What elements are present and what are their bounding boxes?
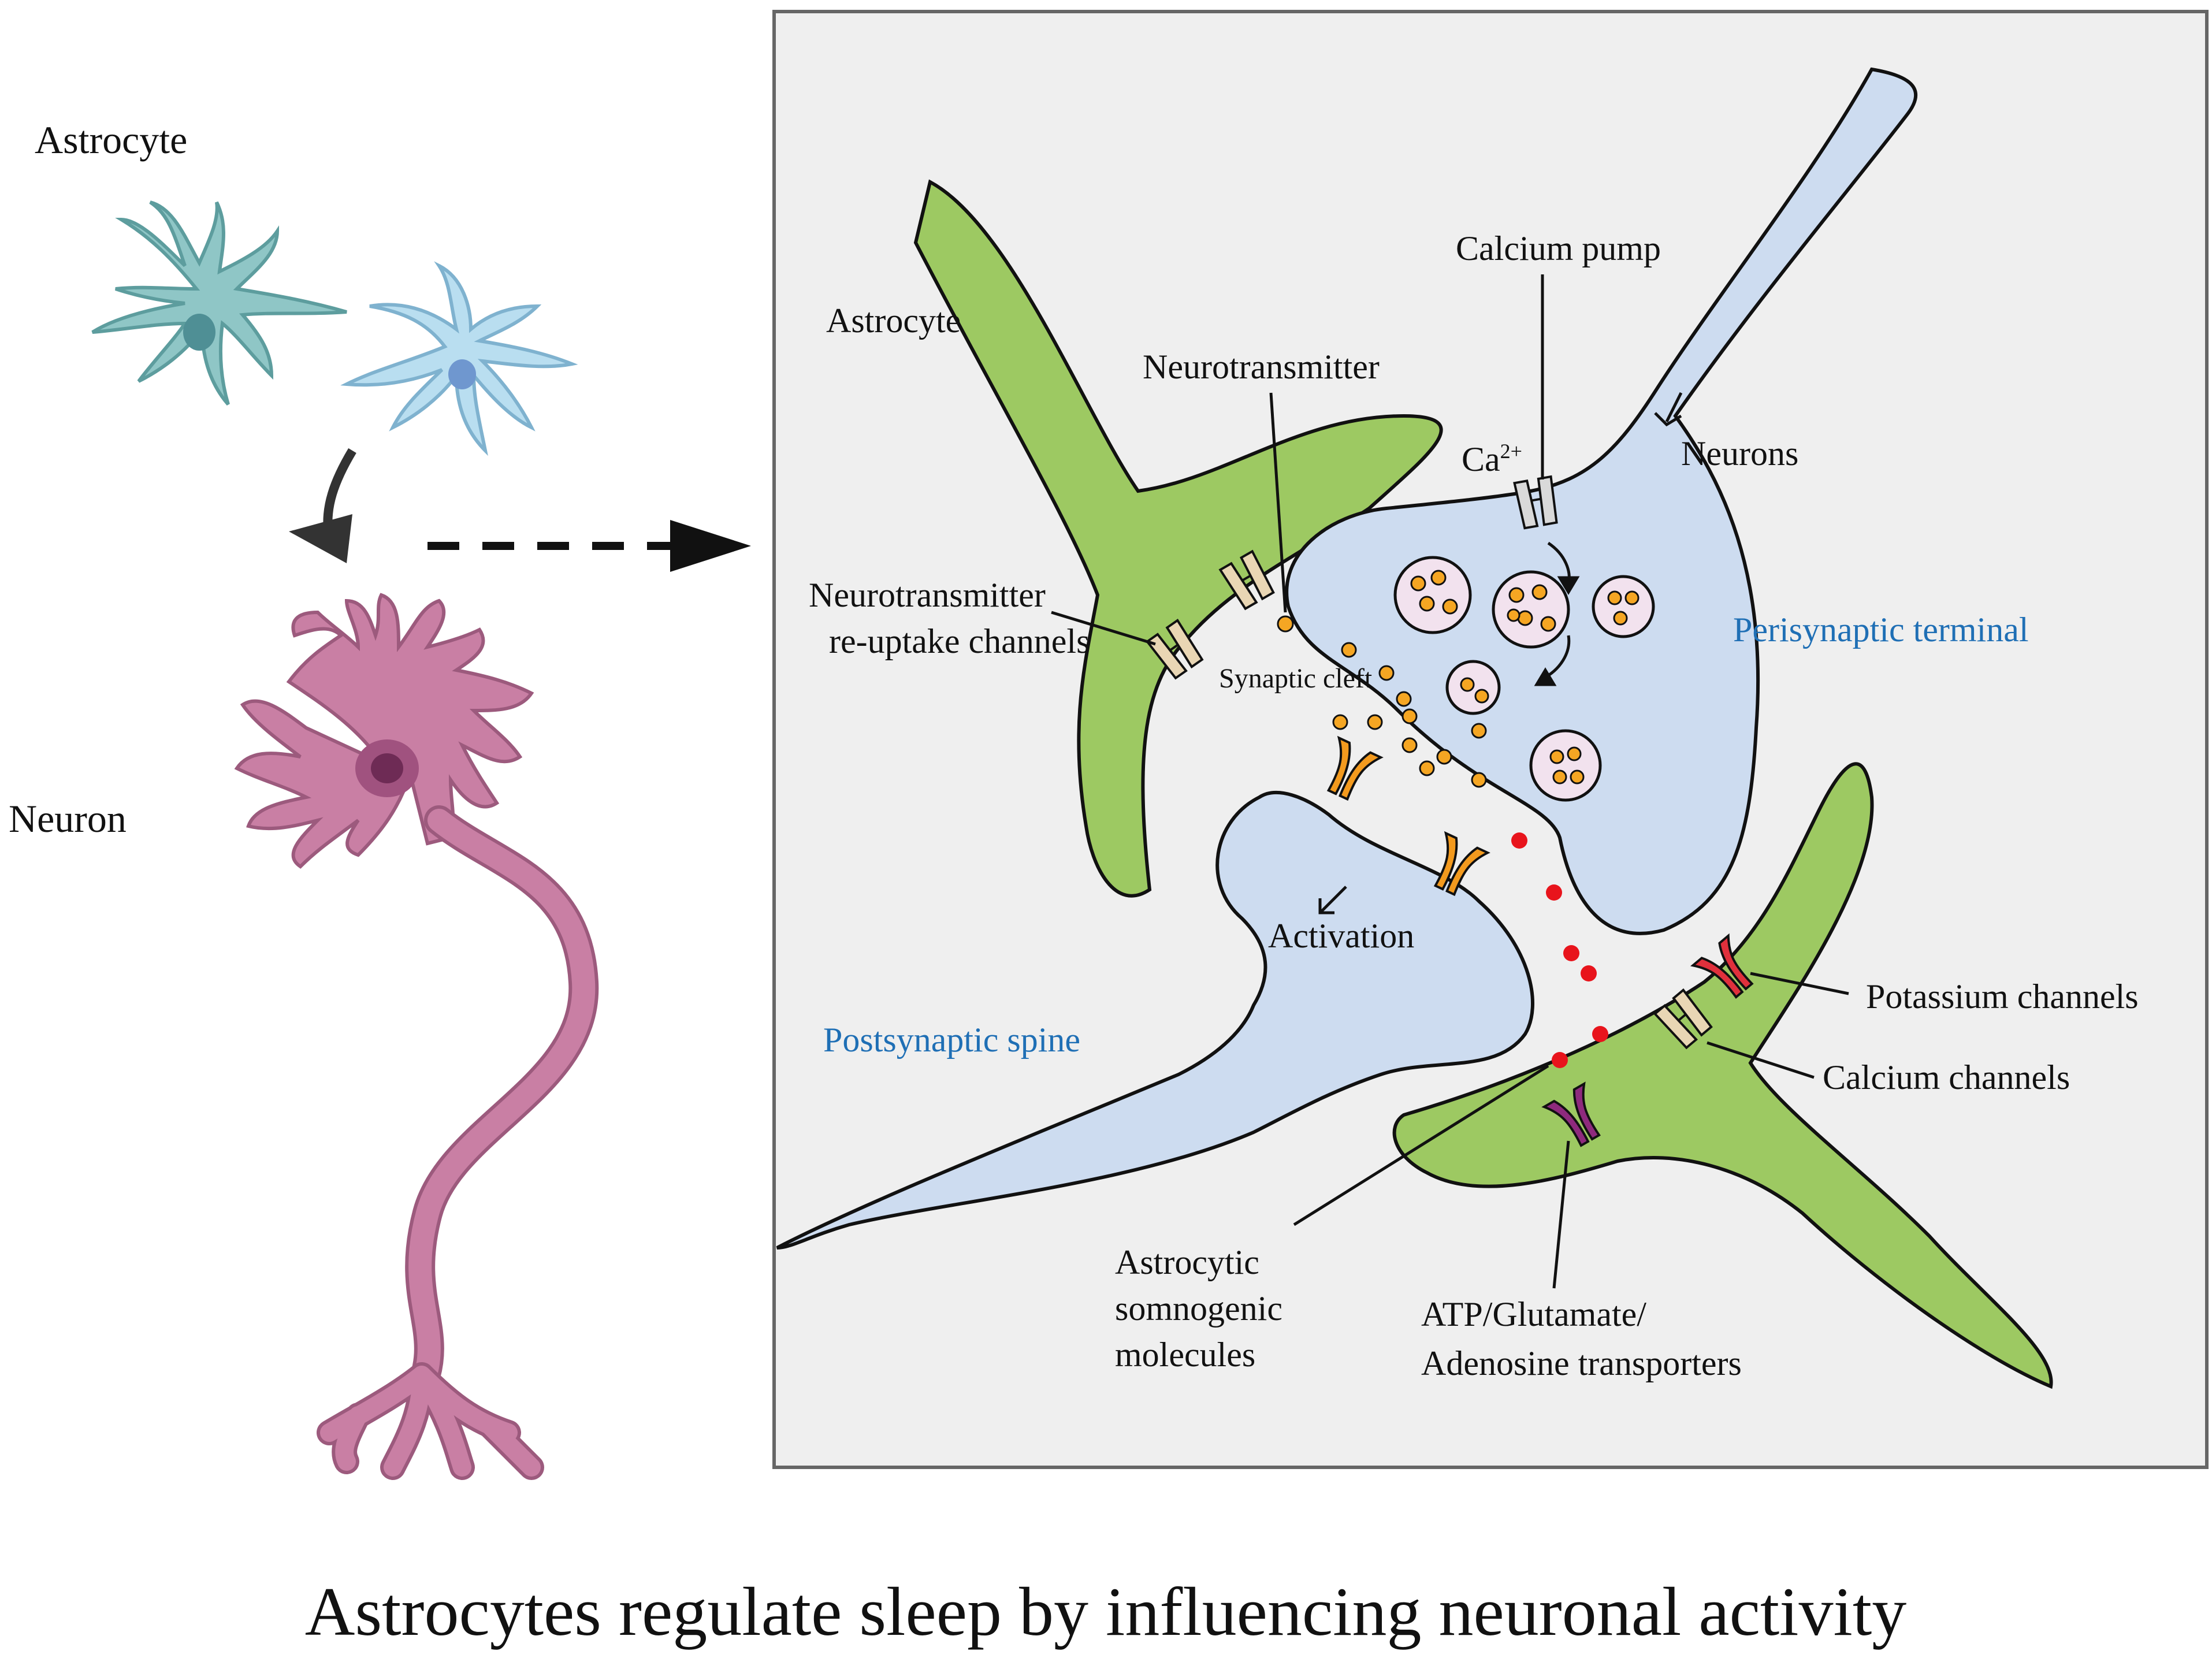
astrocyte-process-top: [913, 179, 1443, 898]
neurotransmitter-label: Neurotransmitter: [1143, 348, 1380, 386]
dashed-arrow-icon: [427, 520, 751, 572]
calcium-pump-label: Calcium pump: [1456, 229, 1661, 267]
postsynaptic-spine: [776, 791, 1534, 1250]
calcium-channels-label: Calcium channels: [1823, 1058, 2070, 1096]
potassium-channels-label: Potassium channels: [1866, 977, 2139, 1016]
perisynaptic-terminal: [1285, 67, 1918, 935]
neurotransmitter-particles: [1277, 615, 1487, 788]
transporters-label-line2: Adenosine transporters: [1421, 1344, 1742, 1382]
reuptake-label-line2: re-uptake channels: [829, 622, 1090, 660]
somnogenic-label-line1: Astrocytic: [1115, 1243, 1259, 1281]
vesicle: [1529, 729, 1602, 802]
synaptic-cleft-label: Synaptic cleft: [1219, 663, 1373, 694]
somnogenic-label-line3: molecules: [1115, 1336, 1255, 1374]
panel-astrocyte-label: Astrocyte: [826, 302, 961, 340]
activation-label: Activation: [1268, 917, 1414, 955]
astrocyte-cell-teal-icon: [91, 200, 347, 406]
reuptake-label-line1: Neurotransmitter: [809, 576, 1046, 614]
figure-caption: Astrocytes regulate sleep by influencing…: [305, 1573, 1906, 1650]
vesicle: [1592, 575, 1655, 638]
left-astrocyte-label: Astrocyte: [35, 118, 187, 162]
activation-arrow-icon: [1318, 886, 1347, 914]
ca-ion-label: Ca2+: [1462, 440, 1522, 478]
down-arrow-icon: [289, 448, 356, 563]
neurons-label: Neurons: [1681, 434, 1798, 473]
vesicle: [1393, 556, 1472, 634]
neuron-cell-icon: [234, 593, 599, 1480]
calcium-flow-arrows: [1534, 541, 1580, 686]
somnogenic-label-line2: somnogenic: [1115, 1289, 1282, 1328]
perisynaptic-terminal-label: Perisynaptic terminal: [1733, 611, 2029, 649]
somnogenic-molecules: [1511, 832, 1608, 1068]
synaptic-vesicles: [1393, 556, 1655, 802]
vesicle: [1492, 570, 1570, 649]
neuron-signal-arrow-icon: [1654, 392, 1683, 427]
astrocyte-cell-light-icon: [340, 261, 578, 456]
transporters-label-line1: ATP/Glutamate/: [1421, 1295, 1646, 1333]
left-neuron-label: Neuron: [9, 797, 127, 841]
postsynaptic-spine-label: Postsynaptic spine: [823, 1021, 1080, 1059]
astrocyte-process-bottom: [1392, 762, 2053, 1389]
